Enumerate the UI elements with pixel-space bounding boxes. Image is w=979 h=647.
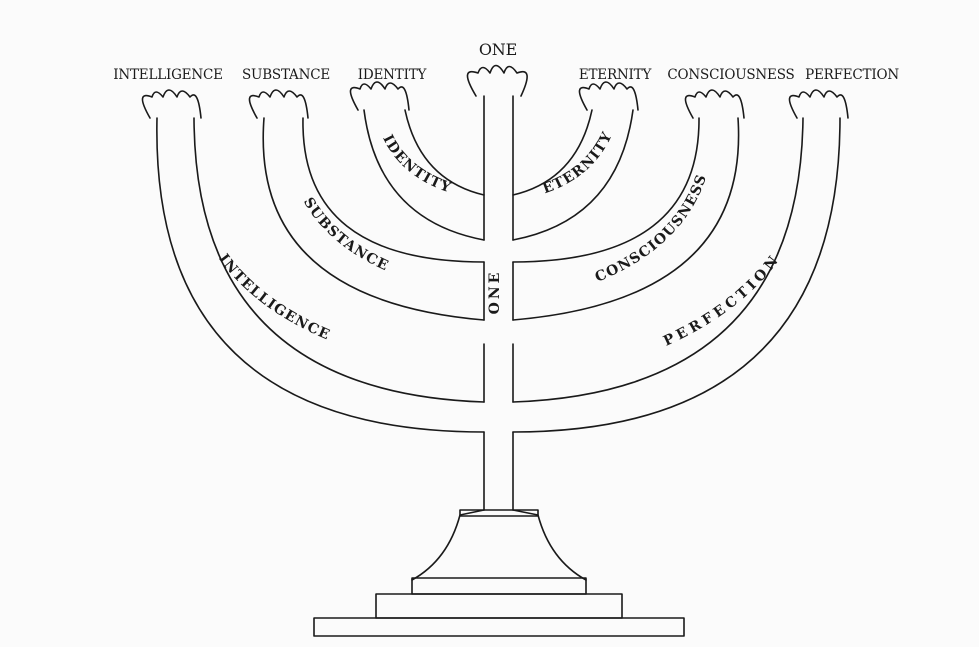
cup-perfection (789, 90, 848, 118)
base-flare (412, 510, 586, 580)
arm-label-intelligence: INTELLIGENCE (215, 251, 332, 344)
base-step-1 (412, 578, 586, 594)
top-label-eternity: ETERNITY (579, 67, 653, 83)
base-foot (314, 618, 684, 636)
arm-label-consciousness: CONSCIOUSNESS (593, 172, 711, 286)
arm-label-substance: SUBSTANCE (300, 195, 392, 275)
base-step-2 (376, 594, 622, 618)
top-label-substance: SUBSTANCE (242, 67, 330, 83)
top-label-consciousness: CONSCIOUSNESS (667, 67, 794, 83)
arm-perfection-outer (513, 118, 840, 432)
cup-identity (350, 82, 409, 110)
arm-consciousness-outer (513, 118, 739, 320)
top-label-perfection: PERFECTION (805, 67, 899, 83)
top-label-one: ONE (479, 40, 517, 59)
cup-substance (249, 90, 308, 118)
cup-one (467, 66, 527, 97)
arm-intelligence-outer (157, 118, 484, 432)
top-label-identity: IDENTITY (358, 67, 428, 83)
cup-intelligence (142, 90, 201, 118)
stem-label-one: ONE (487, 270, 503, 315)
arm-label-perfection: PERFECTION (661, 250, 784, 349)
arm-substance-outer (263, 118, 484, 320)
cup-eternity (579, 82, 638, 110)
top-label-intelligence: INTELLIGENCE (113, 67, 223, 83)
cup-consciousness (685, 90, 744, 118)
